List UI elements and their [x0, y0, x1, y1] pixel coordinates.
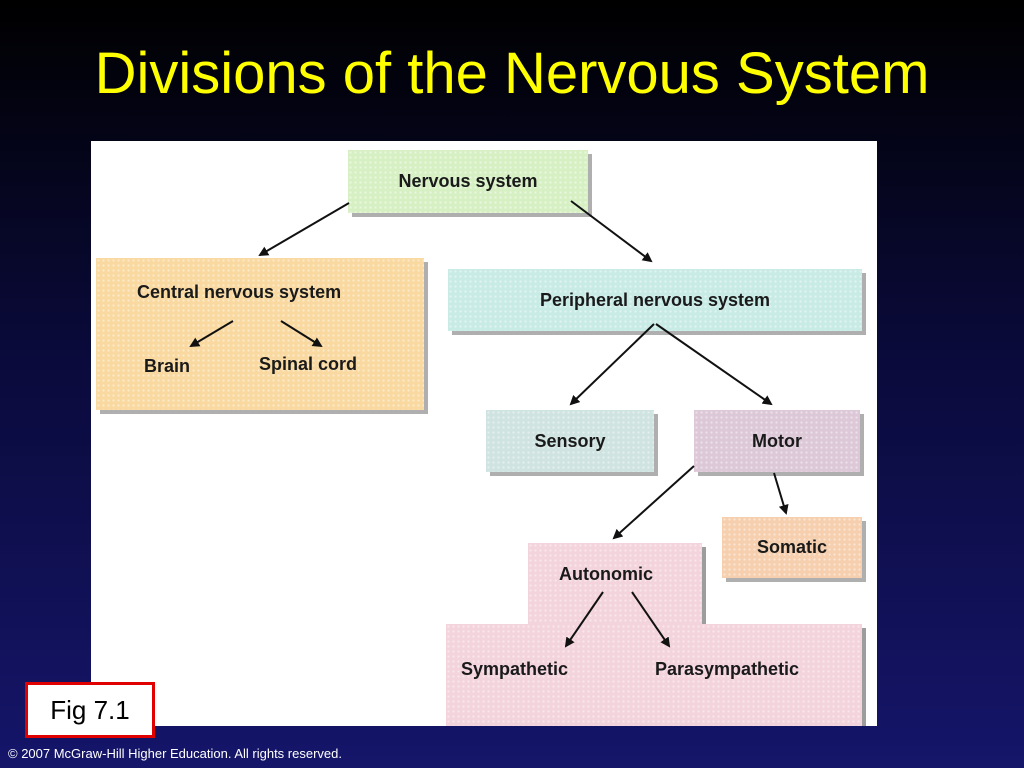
node-brain-label: Brain — [144, 356, 191, 376]
figure-label-text: Fig 7.1 — [50, 694, 130, 725]
arrow-autonomic-to-parasympathetic — [631, 591, 671, 648]
arrow-peripheral-to-sensory — [569, 323, 655, 406]
node-autonomic-lower — [446, 624, 862, 726]
node-sensory-label: Sensory — [534, 430, 606, 451]
node-sympathetic-label: Sympathetic — [461, 659, 569, 679]
node-parasympathetic-label: Parasympathetic — [655, 659, 800, 679]
node-nervous-system-label: Nervous system — [398, 171, 538, 191]
arrow-peripheral-to-motor — [655, 323, 773, 406]
node-somatic-label: Somatic — [756, 537, 828, 557]
node-central-nervous-system — [96, 258, 424, 410]
arrow-motor-to-autonomic — [612, 465, 695, 540]
arrow-nervous-to-peripheral — [570, 200, 653, 263]
node-motor-label: Motor — [752, 430, 802, 451]
node-peripheral-nervous-system: Peripheral nervous system — [448, 269, 862, 331]
copyright-notice: © 2007 McGraw-Hill Higher Education. All… — [8, 746, 342, 761]
node-autonomic-upper — [528, 543, 702, 633]
node-somatic: Somatic — [722, 517, 862, 578]
node-spinal-cord-label: Spinal cord — [259, 354, 358, 374]
figure-label: Fig 7.1 — [25, 682, 155, 738]
node-peripheral-nervous-system-label: Peripheral nervous system — [539, 289, 771, 310]
arrow-motor-to-somatic — [773, 472, 789, 515]
arrow-autonomic-to-sympathetic — [564, 591, 604, 648]
diagram-arrows — [189, 200, 789, 648]
slide-title: Divisions of the Nervous System — [94, 41, 930, 106]
node-nervous-system: Nervous system — [348, 150, 588, 213]
arrow-nervous-to-central — [258, 202, 350, 257]
node-central-nervous-system-label: Central nervous system — [137, 282, 342, 302]
diagram-panel: Nervous system Central nervous system Br… — [91, 141, 877, 726]
node-sensory: Sensory — [486, 410, 654, 472]
node-motor: Motor — [694, 410, 860, 472]
arrow-central-to-spinal — [280, 320, 323, 348]
node-autonomic-label: Autonomic — [559, 564, 653, 584]
arrow-central-to-brain — [189, 320, 234, 348]
